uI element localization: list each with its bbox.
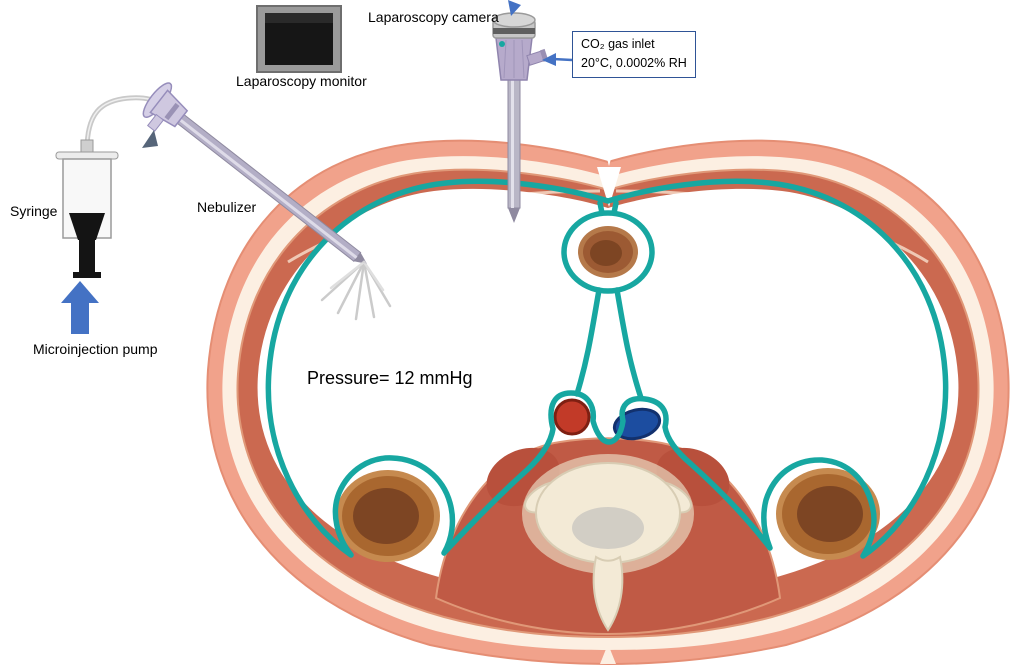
laparoscopy-camera-trocar: [492, 0, 549, 223]
nebulizer-side-port: [146, 113, 165, 132]
label-pressure: Pressure= 12 mmHg: [307, 368, 473, 388]
co2-gas-inlet-box: CO₂ gas inlet 20°C, 0.0002% RH: [572, 31, 696, 78]
aorta: [553, 398, 591, 436]
nebulizer-insertion-arrow: [142, 130, 158, 148]
label-laparoscopy-camera: Laparoscopy camera: [368, 9, 499, 25]
kidney-right: [776, 468, 880, 560]
camera-insertion-arrow: [508, 0, 521, 16]
syringe-plunger-tip: [69, 213, 105, 240]
syringe-plunger-end: [73, 272, 101, 278]
camera-valve-dot: [499, 41, 505, 47]
label-microinjection-pump: Microinjection pump: [33, 341, 158, 357]
pump-arrow: [61, 281, 99, 334]
label-nebulizer: Nebulizer: [197, 199, 257, 215]
vena-cava: [612, 407, 662, 441]
laparoscopy-monitor: [256, 5, 342, 73]
falciform-notch-left: [597, 200, 605, 216]
organ-peritoneum-ring: [561, 210, 655, 294]
vertebra-core: [572, 507, 644, 549]
co2-arrow: [542, 53, 573, 66]
co2-line1: CO₂ gas inlet: [581, 37, 655, 51]
bottom-center-crease: [600, 644, 616, 664]
mesentery-stem-left: [574, 287, 602, 397]
co2-line2: 20°C, 0.0002% RH: [581, 55, 687, 70]
peritoneum-main-loop: [265, 178, 949, 559]
syringe-plunger-rod: [79, 238, 95, 276]
kidney-left: [336, 470, 440, 562]
syringe-assembly: [55, 95, 163, 278]
spray: [320, 260, 392, 321]
central-organ: [578, 226, 638, 278]
falciform-notch-right: [611, 200, 619, 216]
syringe-flange: [55, 151, 119, 160]
linea-alba-gap: [597, 167, 621, 207]
label-laparoscopy-monitor: Laparoscopy monitor: [236, 73, 367, 89]
top-center-crease: [602, 140, 616, 166]
spinous-process: [592, 555, 624, 632]
mesentery-stem-right: [614, 287, 644, 401]
peritoneum-line: [265, 178, 949, 559]
camera-shaft-tip: [508, 208, 520, 223]
camera-head-cap: [492, 12, 536, 28]
label-syringe: Syringe: [10, 203, 58, 219]
nebulizer-device: [142, 82, 368, 264]
